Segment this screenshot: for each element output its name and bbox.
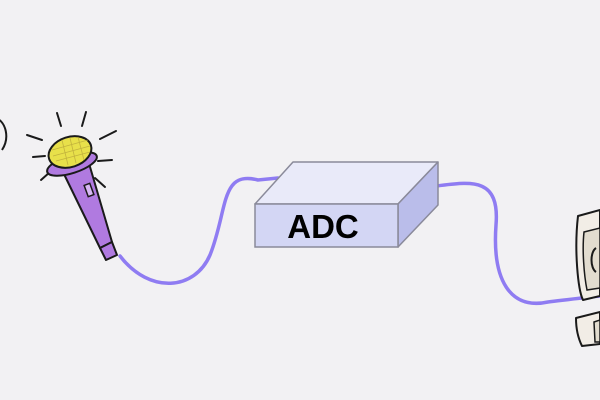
cable-mic-to-adc: [118, 176, 280, 285]
adc-box: ADC: [254, 161, 439, 248]
sound-rays: [26, 111, 117, 188]
adc-box-front: [254, 203, 399, 248]
adc-label: ADC: [287, 208, 359, 245]
left-edge-circle: [0, 119, 8, 151]
cable-adc-to-computer: [434, 181, 600, 305]
computer-icon: [575, 209, 600, 347]
microphone-icon: [46, 135, 118, 261]
